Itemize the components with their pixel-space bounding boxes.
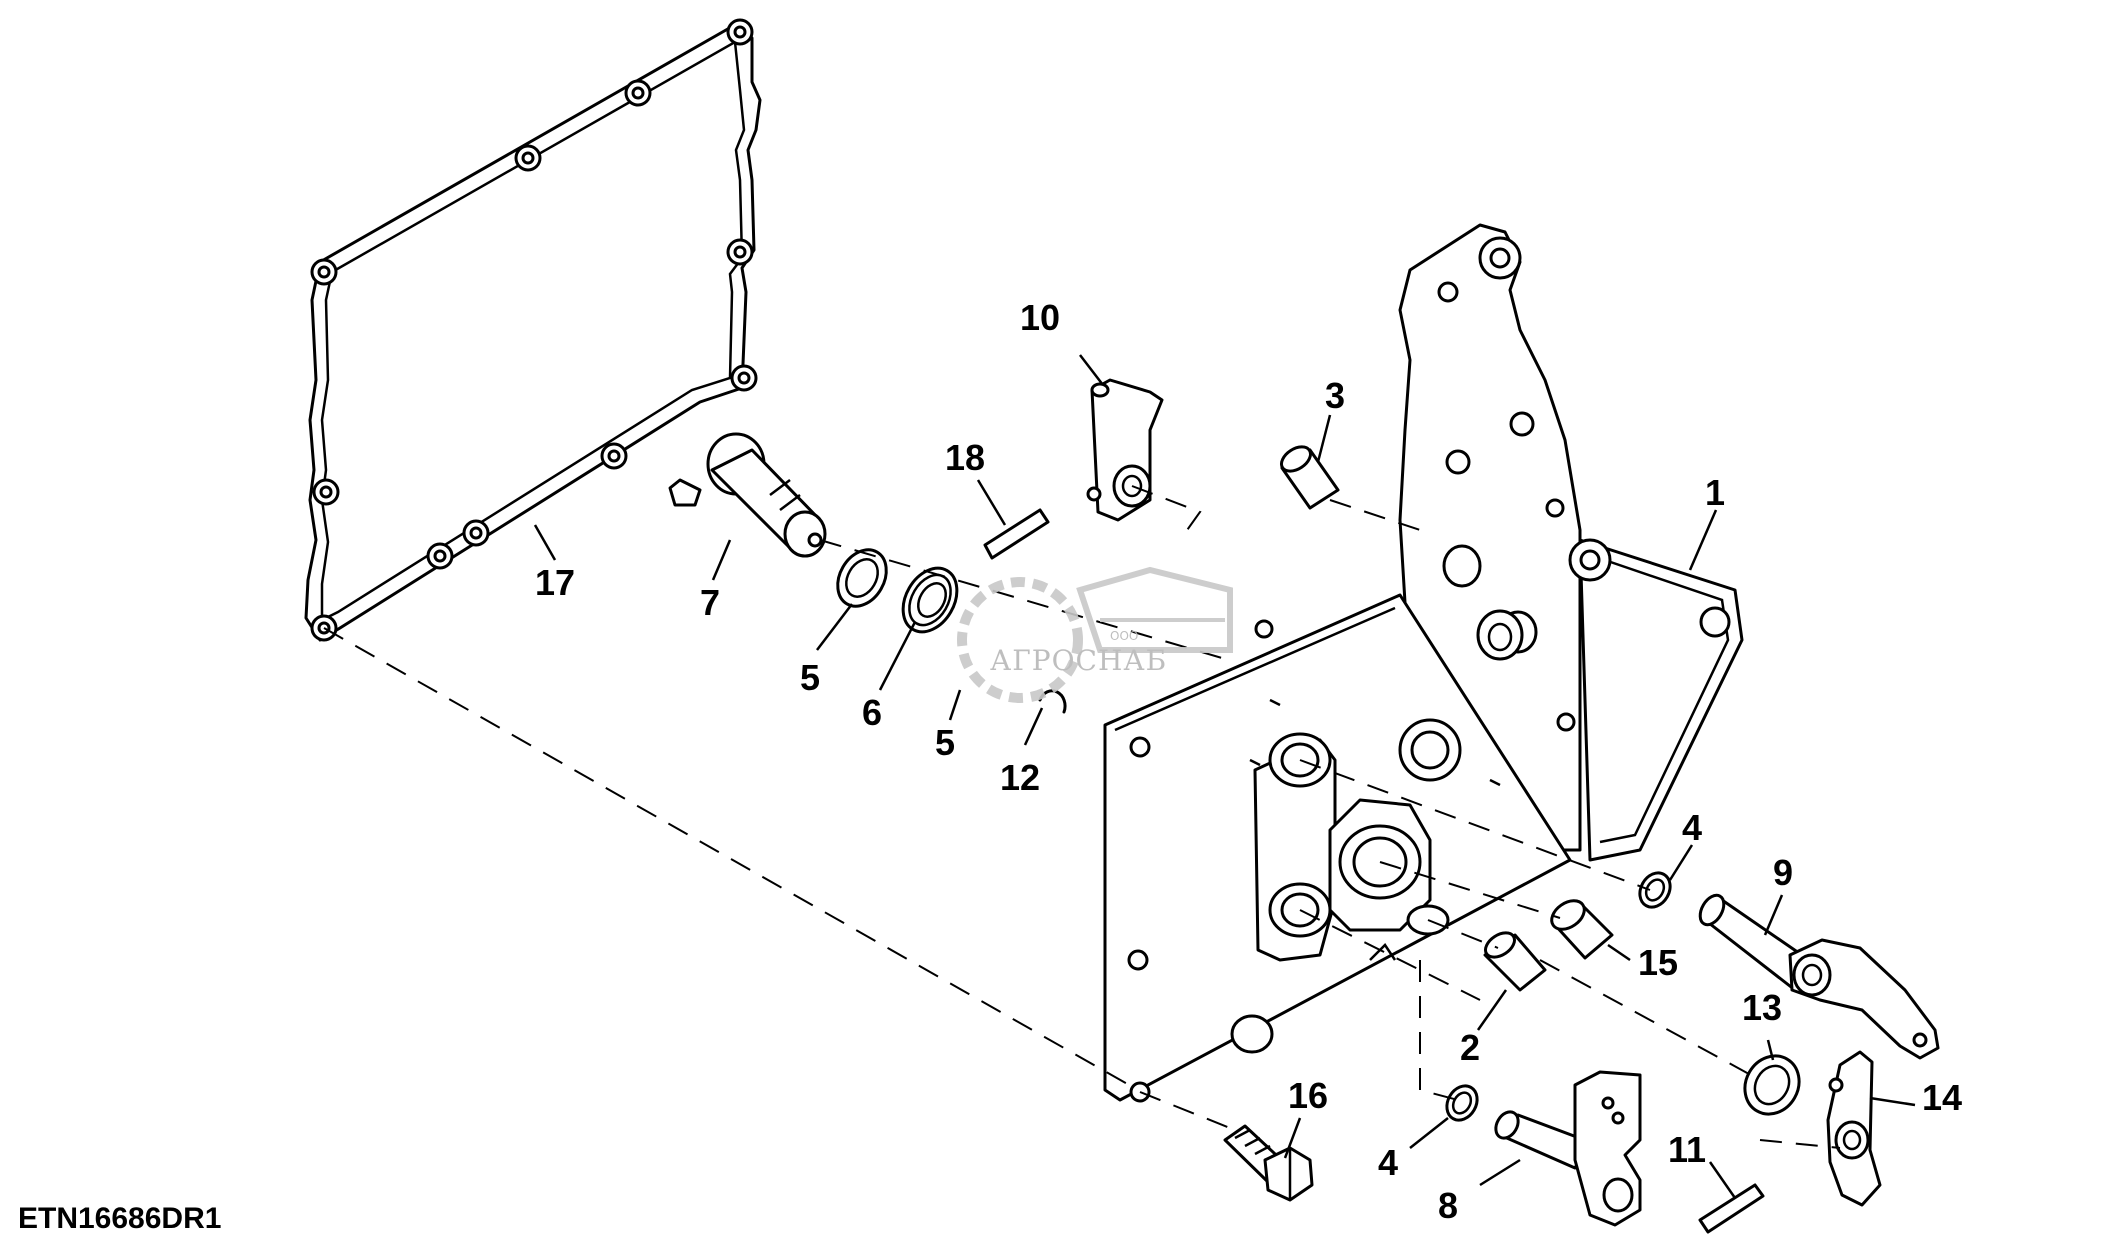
callout-9: 9 [1773, 852, 1793, 893]
part-7-shaft [668, 432, 827, 558]
callout-17: 17 [535, 562, 575, 603]
part-3-dowel-pin [1280, 445, 1340, 510]
part-11-roll-pin [1698, 1183, 1765, 1234]
callout-1: 1 [1705, 472, 1725, 513]
part-10-lever [1086, 378, 1164, 522]
part-17-gasket [304, 18, 762, 642]
part-4-o-ring-lower [1445, 1084, 1479, 1122]
callout-8: 8 [1438, 1185, 1458, 1226]
callout-12: 12 [1000, 757, 1040, 798]
part-18-roll-pin [983, 508, 1050, 560]
part-4-o-ring-upper [1638, 871, 1672, 909]
part-8-shaft-lever [1494, 1070, 1642, 1227]
callout-10: 10 [1020, 297, 1060, 338]
leader-lines [533, 354, 1916, 1199]
callout-5-right: 5 [935, 722, 955, 763]
part-9-shaft-lever [1698, 893, 1940, 1060]
part-16-bolt [1223, 1124, 1314, 1202]
watermark-company-name: АГРОСНАБ [990, 644, 1167, 677]
part-2-dowel-pin [1483, 931, 1547, 992]
callout-13: 13 [1742, 987, 1782, 1028]
watermark: ООО АГРОСНАБ [957, 566, 1233, 703]
callout-4-upper: 4 [1682, 807, 1702, 848]
part-14-lever [1826, 1050, 1882, 1207]
figure-code: ETN16686DR1 [18, 1202, 221, 1235]
watermark-prefix: ООО [1110, 629, 1138, 643]
callout-15: 15 [1638, 942, 1678, 983]
callout-2: 2 [1460, 1027, 1480, 1068]
callout-3: 3 [1325, 375, 1345, 416]
callout-18: 18 [945, 437, 985, 478]
part-15-bushing [1550, 899, 1614, 960]
part-6-thrust-bearing [901, 566, 959, 634]
part-5-washer [836, 548, 888, 608]
callout-6: 6 [862, 692, 882, 733]
callout-4-lower: 4 [1378, 1142, 1398, 1183]
callout-labels: 1 2 3 4 4 5 5 6 7 8 9 10 11 12 13 14 15 … [535, 297, 1962, 1226]
alignment-lines [323, 485, 1841, 1149]
callout-14: 14 [1922, 1077, 1962, 1118]
part-1-mounting-plate [1103, 223, 1744, 1103]
callout-11: 11 [1668, 1129, 1706, 1170]
callout-5-left: 5 [800, 657, 820, 698]
callout-16: 16 [1288, 1075, 1328, 1116]
callout-7: 7 [700, 582, 720, 623]
part-13-seal [1743, 1054, 1801, 1116]
